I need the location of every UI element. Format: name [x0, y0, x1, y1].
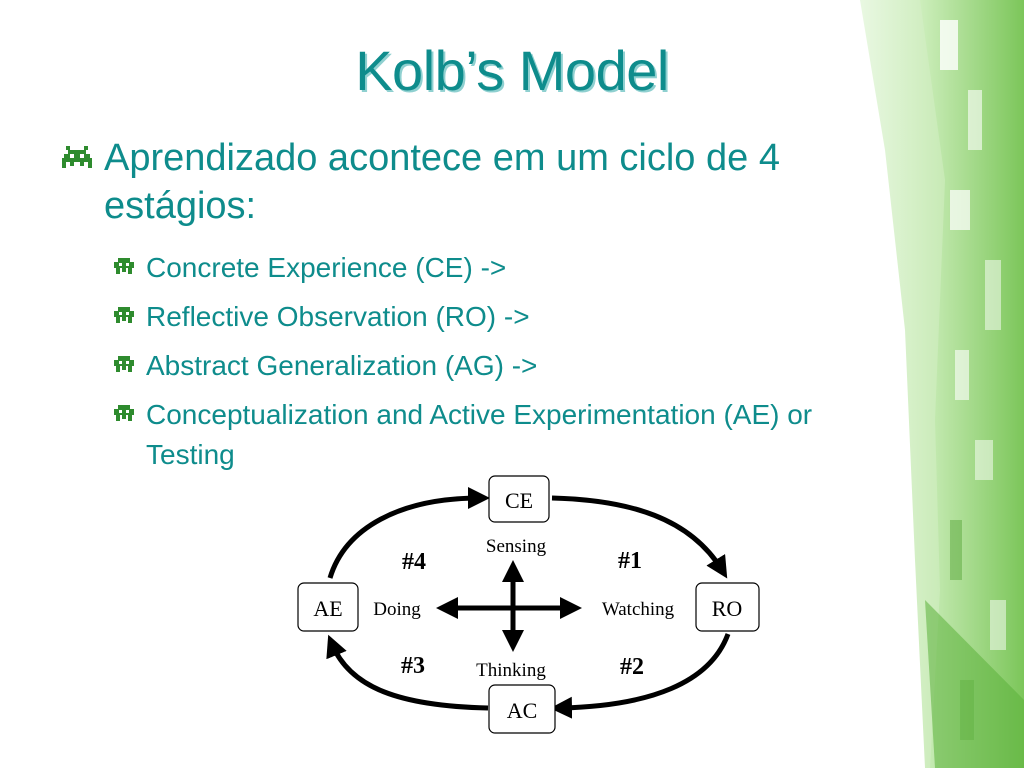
- kolb-cycle-diagram: CE RO AC AE Sensing Watching Thinking Do…: [297, 475, 760, 734]
- sub-bullet-ae: Conceptualization and Active Experimenta…: [146, 399, 813, 470]
- cycle-arc-ce-to-ro: [551, 495, 728, 579]
- quadrant-2: #2: [620, 654, 644, 680]
- cycle-arc-ac-to-ae: [326, 634, 489, 711]
- label-watching: Watching: [602, 599, 675, 620]
- cycle-arc-ae-to-ce: [327, 487, 490, 579]
- quadrant-4: #4: [402, 549, 426, 575]
- quadrant-1: #1: [618, 548, 642, 574]
- svg-text:RO: RO: [712, 596, 743, 621]
- invader-bullet-icon: [62, 146, 92, 168]
- label-doing: Doing: [373, 599, 421, 620]
- svg-text:AC: AC: [507, 698, 538, 723]
- sub-bullet-ro: Reflective Observation (RO) ->: [146, 301, 530, 332]
- slide-title: Kolb’s Model: [355, 39, 669, 102]
- small-bullet-icon: [114, 405, 134, 421]
- small-bullet-icon: [114, 356, 134, 372]
- quadrant-3: #3: [401, 653, 425, 679]
- node-ro: RO: [695, 582, 760, 632]
- small-bullet-icon: [114, 258, 134, 274]
- label-thinking: Thinking: [476, 660, 546, 681]
- svg-text:AE: AE: [313, 596, 342, 621]
- sub-bullet-ce: Concrete Experience (CE) ->: [146, 252, 507, 283]
- cycle-arc-ro-to-ac: [550, 633, 731, 719]
- sub-bullet-ag: Abstract Generalization (AG) ->: [146, 350, 538, 381]
- main-bullet-text: Aprendizado acontece em um ciclo de 4 es…: [104, 137, 780, 227]
- node-ae: AE: [297, 582, 359, 632]
- node-ac: AC: [488, 684, 556, 734]
- small-bullet-icon: [114, 307, 134, 323]
- node-ce: CE: [488, 475, 550, 523]
- svg-text:CE: CE: [505, 488, 533, 513]
- label-sensing: Sensing: [486, 536, 547, 557]
